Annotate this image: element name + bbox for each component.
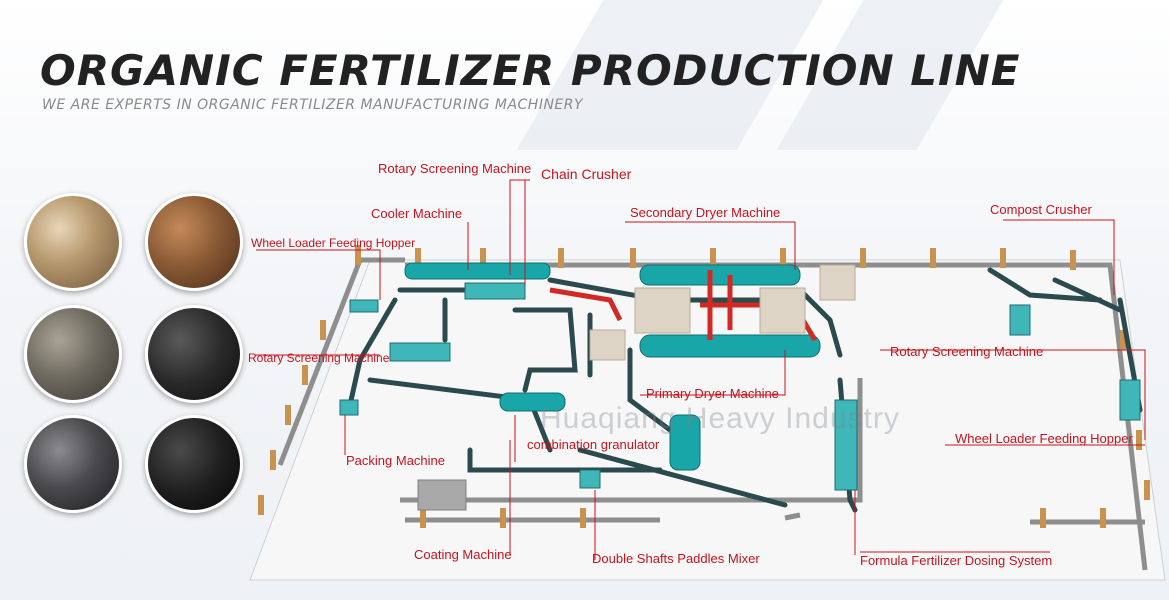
label-secondary-dryer: Secondary Dryer Machine xyxy=(630,205,781,220)
page-title: ORGANIC FERTILIZER PRODUCTION LINE xyxy=(40,46,1021,95)
screening-machines xyxy=(339,282,1141,491)
label-compost-crusher: Compost Crusher xyxy=(990,202,1092,217)
label-packing: Packing Machine xyxy=(346,453,445,468)
coating-drum xyxy=(669,414,701,471)
sample-grey-pellets xyxy=(24,305,122,403)
label-wheel-loader-left: Wheel Loader Feeding Hopper xyxy=(251,236,416,250)
label-rotary-screening-right: Rotary Screening Machine xyxy=(890,344,1044,359)
label-wheel-loader-right: Wheel Loader Feeding Hopper xyxy=(955,431,1133,446)
sample-dark-grey-pellets xyxy=(24,415,122,513)
rotary-drums xyxy=(404,262,821,471)
production-line-diagram xyxy=(249,179,1166,581)
fence-posts xyxy=(258,245,1150,528)
sample-black-pellets xyxy=(145,305,243,403)
label-primary-dryer: Primary Dryer Machine xyxy=(646,386,779,401)
label-rotary-screening-left: Rotary Screening Machine xyxy=(248,351,390,365)
primary-dryer-drum xyxy=(639,334,821,358)
secondary-dryer-drum xyxy=(639,264,801,286)
perimeter-wall xyxy=(277,257,1148,571)
label-coating: Coating Machine xyxy=(414,547,512,562)
page-subtitle: WE ARE EXPERTS IN ORGANIC FERTILIZER MAN… xyxy=(42,97,584,113)
label-chain-crusher: Chain Crusher xyxy=(541,166,632,182)
sample-brown-pellets xyxy=(145,193,243,291)
cooler-drum xyxy=(404,262,551,280)
sample-light-brown-pellets xyxy=(24,193,122,291)
storage-blocks xyxy=(417,264,856,511)
granulator-drum xyxy=(499,392,566,412)
company-watermark: Huaqiang Heavy Industry xyxy=(540,402,900,435)
label-rotary-screening-top: Rotary Screening Machine xyxy=(378,161,532,176)
label-cooler: Cooler Machine xyxy=(371,206,463,221)
label-leader-lines xyxy=(255,179,1146,560)
label-combination-granulator: combination granulator xyxy=(527,437,660,452)
label-dosing-system: Formula Fertilizer Dosing System xyxy=(860,553,1053,568)
sample-black-granules xyxy=(145,415,243,513)
label-paddles-mixer: Double Shafts Paddles Mixer xyxy=(592,551,760,566)
